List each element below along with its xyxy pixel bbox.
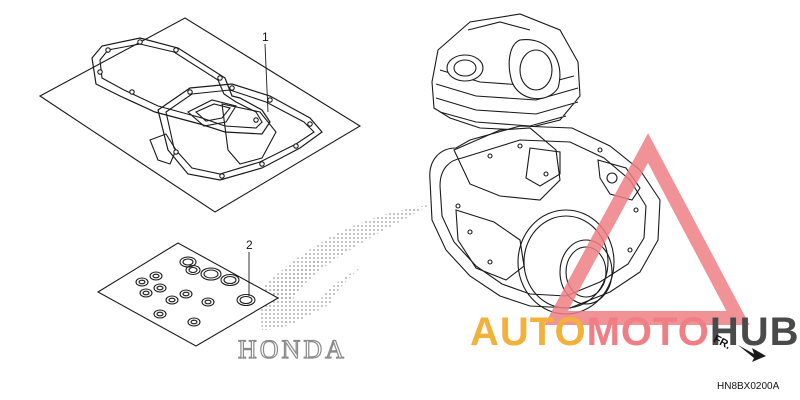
watermark-part-moto: MOTO: [586, 310, 710, 354]
engine-outline: [429, 13, 661, 315]
honda-wing-logo: [258, 205, 430, 330]
gasket-kit-a: [38, 17, 362, 213]
watermark-text: AUTOMOTOHUB: [470, 312, 800, 352]
gasket-kit-b: [96, 242, 280, 347]
callout-1: 1: [262, 30, 269, 44]
callout-2: 2: [246, 238, 253, 252]
direction-arrow-icon: [738, 345, 766, 362]
watermark-part-hub: HUB: [709, 310, 800, 354]
diagram-code: HN8BX0200A: [717, 381, 780, 392]
leader-line-1: [264, 43, 269, 113]
watermark-part-auto: AUTO: [470, 310, 587, 354]
warning-triangle-icon: [544, 133, 750, 325]
honda-logo-text: HONDA: [237, 335, 347, 364]
